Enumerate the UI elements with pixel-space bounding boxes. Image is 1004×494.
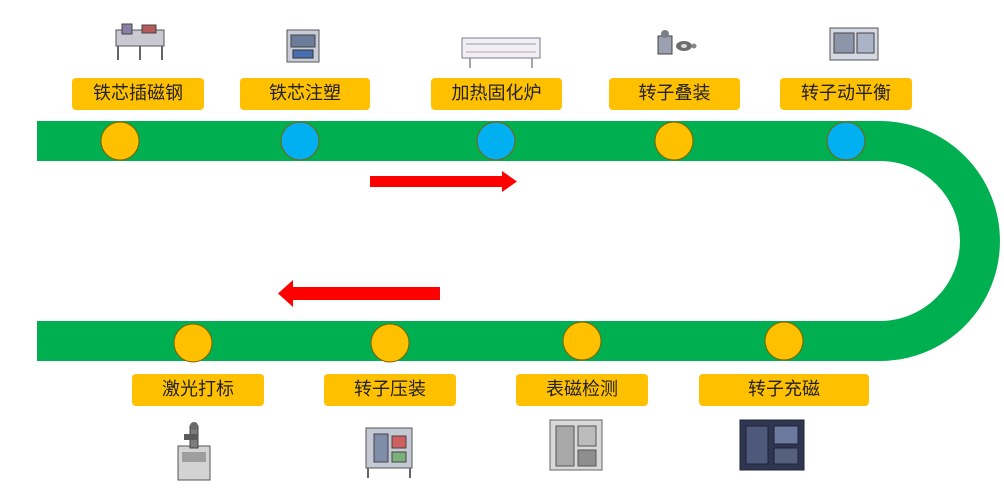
station-marker-5: [826, 121, 866, 161]
magnetic-test-station-icon: [549, 419, 603, 471]
station-marker-3: [476, 121, 516, 161]
bottom-station-marker: [173, 321, 804, 363]
station-label-rotor-stacking: 转子叠装: [609, 78, 740, 110]
balancing-machine-icon: [829, 27, 879, 61]
top-station-marker: [100, 121, 866, 161]
station-label-magnetic-test: 表磁检测: [516, 374, 648, 406]
magnet-insertion-machine-icon: [115, 23, 165, 60]
magnetizer-cabinet-icon: [739, 419, 805, 471]
station-label-laser-marking: 激光打标: [132, 374, 264, 406]
station-label-dynamic-balancing: 转子动平衡: [780, 78, 912, 110]
laser-marking-machine-icon: [177, 422, 211, 481]
station-marker-2: [280, 121, 320, 161]
station-marker-7: [370, 323, 410, 363]
curing-oven-icon: [461, 37, 541, 68]
station-label-press-fit: 转子压装: [324, 374, 456, 406]
station-marker-4: [654, 121, 694, 161]
station-marker-9: [764, 321, 804, 361]
station-label-magnet-insertion: 铁芯插磁钢: [72, 78, 204, 110]
rotor-stacking-parts-icon: [657, 30, 697, 55]
press-fit-machine-icon: [365, 427, 413, 478]
station-marker-1: [100, 121, 140, 161]
injection-molding-machine-icon: [286, 29, 320, 63]
station-label-core-injection: 铁芯注塑: [240, 78, 370, 110]
flow-arrow-right: [370, 171, 517, 192]
station-marker-8: [562, 321, 602, 361]
station-label-curing-oven: 加热固化炉: [431, 78, 562, 110]
station-marker-6: [173, 323, 213, 363]
conveyor-track-loop: [37, 121, 1000, 361]
flow-arrow-left: [278, 280, 440, 307]
station-label-magnetizing: 转子充磁: [699, 374, 869, 406]
